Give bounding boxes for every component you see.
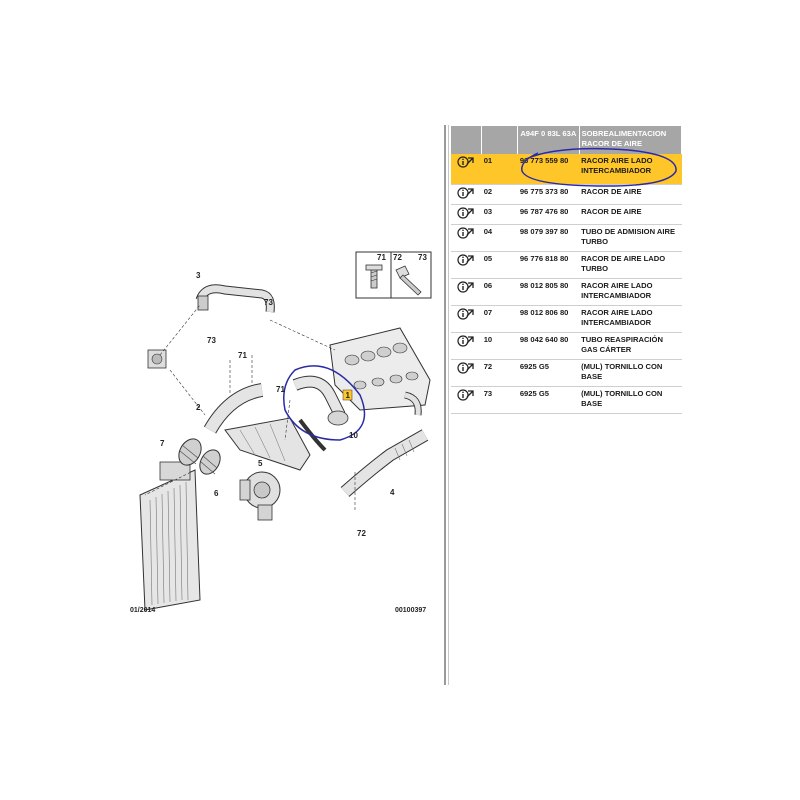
part-7-coupling (178, 438, 202, 466)
info-arrow-icon[interactable] (457, 389, 475, 401)
row-num: 73 (481, 386, 518, 414)
callout-71b: 71 (276, 385, 285, 394)
table-row[interactable]: 73 6925 G5 (MUL) TORNILLO CON BASE (451, 386, 682, 414)
callout-4: 4 (390, 488, 395, 497)
diagram-date: 01/2014 (130, 607, 156, 614)
intercooler (139, 461, 201, 611)
row-desc: RACOR AIRE LADO INTERCAMBIADOR (579, 154, 682, 185)
row-ref: 98 012 805 80 (517, 278, 580, 306)
table-row[interactable]: 06 98 012 805 80 RACOR AIRE LADO INTERCA… (451, 278, 682, 306)
exploded-parts-diagram: 1 2 3 4 5 6 7 10 71 71 72 73 73 71 72 73 (139, 251, 432, 611)
row-desc: RACOR DE AIRE LADO TURBO (579, 251, 682, 279)
valve-body (147, 349, 167, 369)
callout-3: 3 (196, 271, 201, 280)
info-arrow-icon[interactable] (457, 281, 475, 293)
table-row[interactable]: 03 96 787 476 80 RACOR DE AIRE (451, 204, 682, 225)
info-arrow-icon[interactable] (457, 187, 475, 199)
screw-71-icon (365, 264, 383, 289)
row-num: 02 (481, 184, 518, 205)
info-arrow-icon[interactable] (457, 207, 475, 219)
callout-73b: 73 (264, 298, 273, 307)
inset-label-73: 73 (418, 253, 427, 262)
callout-71a: 71 (238, 351, 247, 360)
table-row[interactable]: 01 96 773 559 80 RACOR AIRE LADO INTERCA… (451, 154, 682, 185)
table-row[interactable]: 04 98 079 397 80 TUBO DE ADMISION AIRE T… (451, 224, 682, 252)
annotation-circle (283, 365, 366, 441)
table-row[interactable]: 72 6925 G5 (MUL) TORNILLO CON BASE (451, 359, 682, 387)
row-desc: TUBO DE ADMISION AIRE TURBO (579, 224, 682, 252)
callout-72: 72 (357, 529, 366, 538)
vertical-divider-thin (448, 125, 449, 685)
screw-73-icon (395, 265, 422, 296)
table-row[interactable]: 02 96 775 373 80 RACOR DE AIRE (451, 184, 682, 205)
diagram-code: 00100397 (395, 607, 427, 614)
info-arrow-icon[interactable] (457, 335, 475, 347)
table-row[interactable]: 07 98 012 806 80 RACOR AIRE LADO INTERCA… (451, 305, 682, 333)
row-desc: (MUL) TORNILLO CON BASE (579, 386, 682, 414)
row-desc: TUBO REASPIRACIÓN GAS CÁRTER (579, 332, 682, 360)
info-arrow-icon[interactable] (457, 156, 475, 168)
part-5-hose (224, 417, 311, 471)
table-row[interactable]: 10 98 042 640 80 TUBO REASPIRACIÓN GAS C… (451, 332, 682, 360)
row-num: 06 (481, 278, 518, 306)
row-desc: RACOR AIRE LADO INTERCAMBIADOR (579, 278, 682, 306)
row-num: 03 (481, 204, 518, 225)
turbocharger (239, 471, 281, 521)
table-row[interactable]: 05 96 776 818 80 RACOR DE AIRE LADO TURB… (451, 251, 682, 279)
vertical-divider (444, 125, 446, 685)
info-arrow-icon[interactable] (457, 308, 475, 320)
row-num: 72 (481, 359, 518, 387)
row-num: 04 (481, 224, 518, 252)
header-num-col (481, 126, 519, 154)
row-desc: RACOR AIRE LADO INTERCAMBIADOR (579, 305, 682, 333)
part-10-tube (298, 418, 327, 452)
part-6-coupling (199, 449, 221, 475)
part-2-pipe (203, 383, 264, 434)
row-ref: 96 776 818 80 (517, 251, 580, 279)
callout-1-box (342, 389, 353, 401)
leader-lines (144, 304, 356, 510)
info-arrow-icon[interactable] (457, 227, 475, 239)
row-ref: 98 079 397 80 (517, 224, 580, 252)
part-3-hose (195, 284, 275, 313)
info-arrow-icon[interactable] (457, 362, 475, 374)
part-4-pipe (340, 429, 429, 497)
row-ref: 96 775 373 80 (517, 184, 580, 205)
row-desc: RACOR DE AIRE (579, 184, 682, 205)
callout-73a: 73 (207, 336, 216, 345)
row-num: 10 (481, 332, 518, 360)
part-1-elbow (292, 375, 349, 426)
row-num: 01 (481, 154, 518, 185)
row-ref: 6925 G5 (517, 386, 580, 414)
callout-5: 5 (258, 459, 263, 468)
callout-6: 6 (214, 489, 219, 498)
row-ref: 98 012 806 80 (517, 305, 580, 333)
info-arrow-icon[interactable] (457, 254, 475, 266)
intake-manifold (329, 327, 431, 416)
row-ref: 96 773 559 80 (517, 154, 580, 185)
parts-table: A94F 0 83L 63A SOBREALIMENTACION RACOR D… (451, 126, 683, 414)
callout-2: 2 (196, 403, 201, 412)
row-num: 05 (481, 251, 518, 279)
screw-inset (355, 251, 432, 299)
inset-label-72: 72 (393, 253, 402, 262)
row-ref: 98 042 640 80 (517, 332, 580, 360)
header-icon-col (451, 126, 483, 154)
callout-1: 1 (346, 391, 351, 400)
row-desc: (MUL) TORNILLO CON BASE (579, 359, 682, 387)
annotation-oval (521, 147, 677, 187)
row-ref: 6925 G5 (517, 359, 580, 387)
callout-10: 10 (349, 431, 358, 440)
row-num: 07 (481, 305, 518, 333)
row-desc: RACOR DE AIRE (579, 204, 682, 225)
inset-label-71: 71 (377, 253, 386, 262)
row-ref: 96 787 476 80 (517, 204, 580, 225)
callout-7: 7 (160, 439, 165, 448)
